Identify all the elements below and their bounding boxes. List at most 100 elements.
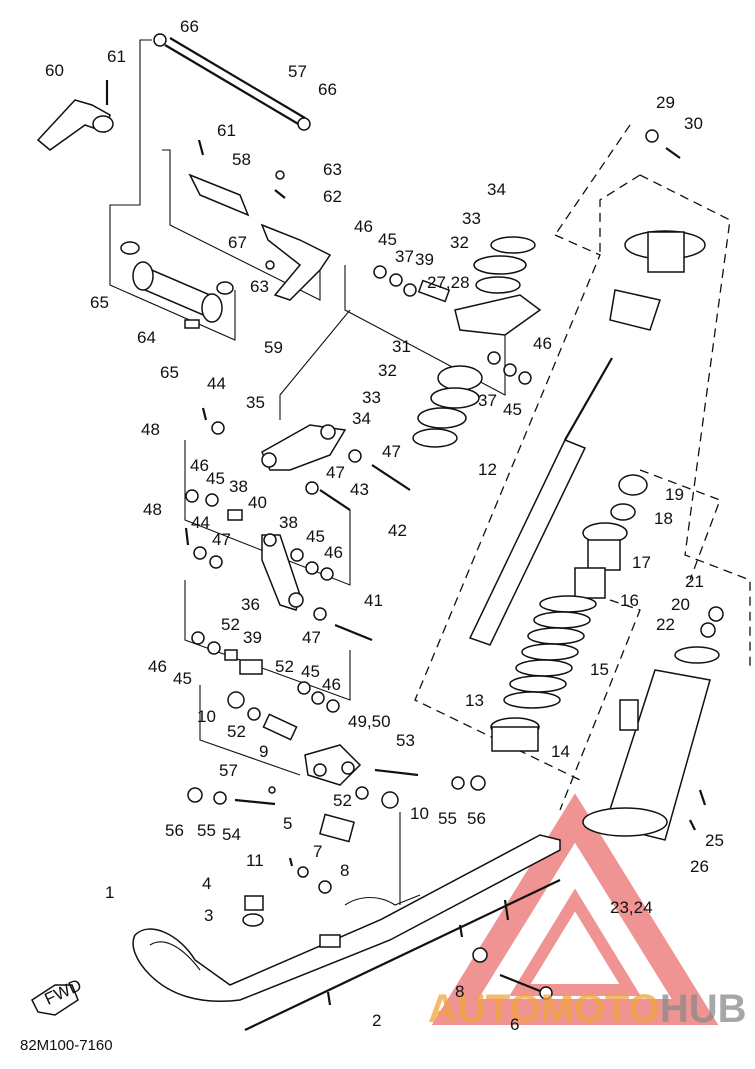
part-label: 7 [313, 842, 322, 861]
part-label: 14 [551, 742, 570, 761]
part-label: 46 [322, 675, 341, 694]
part-label: 55 [438, 809, 457, 828]
part-label: 45 [306, 527, 325, 546]
ski-group [132, 834, 561, 1031]
part-label: 55 [197, 821, 216, 840]
part-label: 4 [202, 874, 211, 893]
part-label: 53 [396, 731, 415, 750]
watermark-auto: AUTO [428, 987, 541, 1031]
watermark-logo [431, 793, 719, 1025]
watermark-moto: MOTO [541, 987, 660, 1031]
watermark-hub: HUB [660, 987, 747, 1031]
part-label: 9 [259, 742, 268, 761]
part-label: 41 [364, 591, 383, 610]
part-label: 32 [378, 361, 397, 380]
part-label: 29 [656, 93, 675, 112]
part-label: 5 [283, 814, 292, 833]
part-label: 47 [326, 463, 345, 482]
part-label: 64 [137, 328, 156, 347]
part-label: 45 [173, 669, 192, 688]
cup-seal-group [373, 236, 542, 448]
shock-absorber-group [414, 124, 751, 841]
part-label: 36 [241, 595, 260, 614]
part-label: 60 [45, 61, 64, 80]
part-label: 49,50 [348, 712, 391, 731]
part-label: 54 [222, 825, 241, 844]
part-label: 16 [620, 591, 639, 610]
part-label: 66 [318, 80, 337, 99]
part-label: 33 [462, 209, 481, 228]
part-label: 48 [143, 500, 162, 519]
part-label: 39 [243, 628, 262, 647]
part-label: 44 [207, 374, 226, 393]
part-label: 47 [382, 442, 401, 461]
lower-linkage-group [187, 744, 486, 927]
part-label: 33 [362, 388, 381, 407]
part-label: 3 [204, 906, 213, 925]
part-label: 65 [160, 363, 179, 382]
part-label: 45 [301, 662, 320, 681]
part-label: 61 [107, 47, 126, 66]
part-label: 12 [478, 460, 497, 479]
part-label: 1 [105, 883, 114, 902]
part-label: 52 [221, 615, 240, 634]
part-label: 45 [206, 469, 225, 488]
part-label: 45 [503, 400, 522, 419]
part-label: 37 [395, 247, 414, 266]
part-label: 58 [232, 150, 251, 169]
part-label: 27,28 [427, 273, 470, 292]
part-label: 56 [165, 821, 184, 840]
diagram-code: 82M100-7160 [20, 1037, 113, 1054]
part-label: 35 [246, 393, 265, 412]
part-label: 37 [478, 391, 497, 410]
part-label: 56 [467, 809, 486, 828]
part-label: 18 [654, 509, 673, 528]
watermark-text: AUTOMOTOHUB [428, 987, 747, 1031]
forward-direction-arrow: FWD [31, 975, 85, 1016]
part-label: 52 [333, 791, 352, 810]
part-label: 63 [323, 160, 342, 179]
part-label: 31 [392, 337, 411, 356]
upper-link-group [36, 33, 332, 341]
part-label: 46 [190, 456, 209, 475]
part-label: 59 [264, 338, 283, 357]
part-label: 30 [684, 114, 703, 133]
part-label: 20 [671, 595, 690, 614]
part-label: 43 [350, 480, 369, 499]
part-label: 57 [219, 761, 238, 780]
part-label: 67 [228, 233, 247, 252]
part-label: 26 [690, 857, 709, 876]
part-label: 6 [510, 1015, 519, 1034]
part-label: 40 [248, 493, 267, 512]
part-label: 38 [279, 513, 298, 532]
part-label: 32 [450, 233, 469, 252]
part-label: 25 [705, 831, 724, 850]
part-number-labels: 66 61 60 57 66 61 58 63 62 67 65 64 65 6… [45, 17, 724, 1034]
part-label: 23,24 [610, 898, 653, 917]
part-label: 48 [141, 420, 160, 439]
part-label: 46 [324, 543, 343, 562]
part-label: 42 [388, 521, 407, 540]
part-label: 11 [246, 851, 264, 870]
part-label: 46 [148, 657, 167, 676]
part-label: 63 [250, 277, 269, 296]
part-label: 47 [212, 530, 231, 549]
part-label: 38 [229, 477, 248, 496]
part-label: 52 [275, 657, 294, 676]
part-label: 61 [217, 121, 236, 140]
part-label: 8 [455, 982, 464, 1001]
part-label: 52 [227, 722, 246, 741]
part-label: 46 [354, 217, 373, 236]
part-label: 45 [378, 230, 397, 249]
part-label: 2 [372, 1011, 381, 1030]
part-label: 66 [180, 17, 199, 36]
part-label: 44 [191, 513, 210, 532]
part-label: 39 [415, 250, 434, 269]
middle-arm-group [184, 265, 506, 776]
part-label: 19 [665, 485, 684, 504]
part-label: 10 [197, 707, 216, 726]
part-label: 22 [656, 615, 675, 634]
part-label: 47 [302, 628, 321, 647]
part-label: 13 [465, 691, 484, 710]
